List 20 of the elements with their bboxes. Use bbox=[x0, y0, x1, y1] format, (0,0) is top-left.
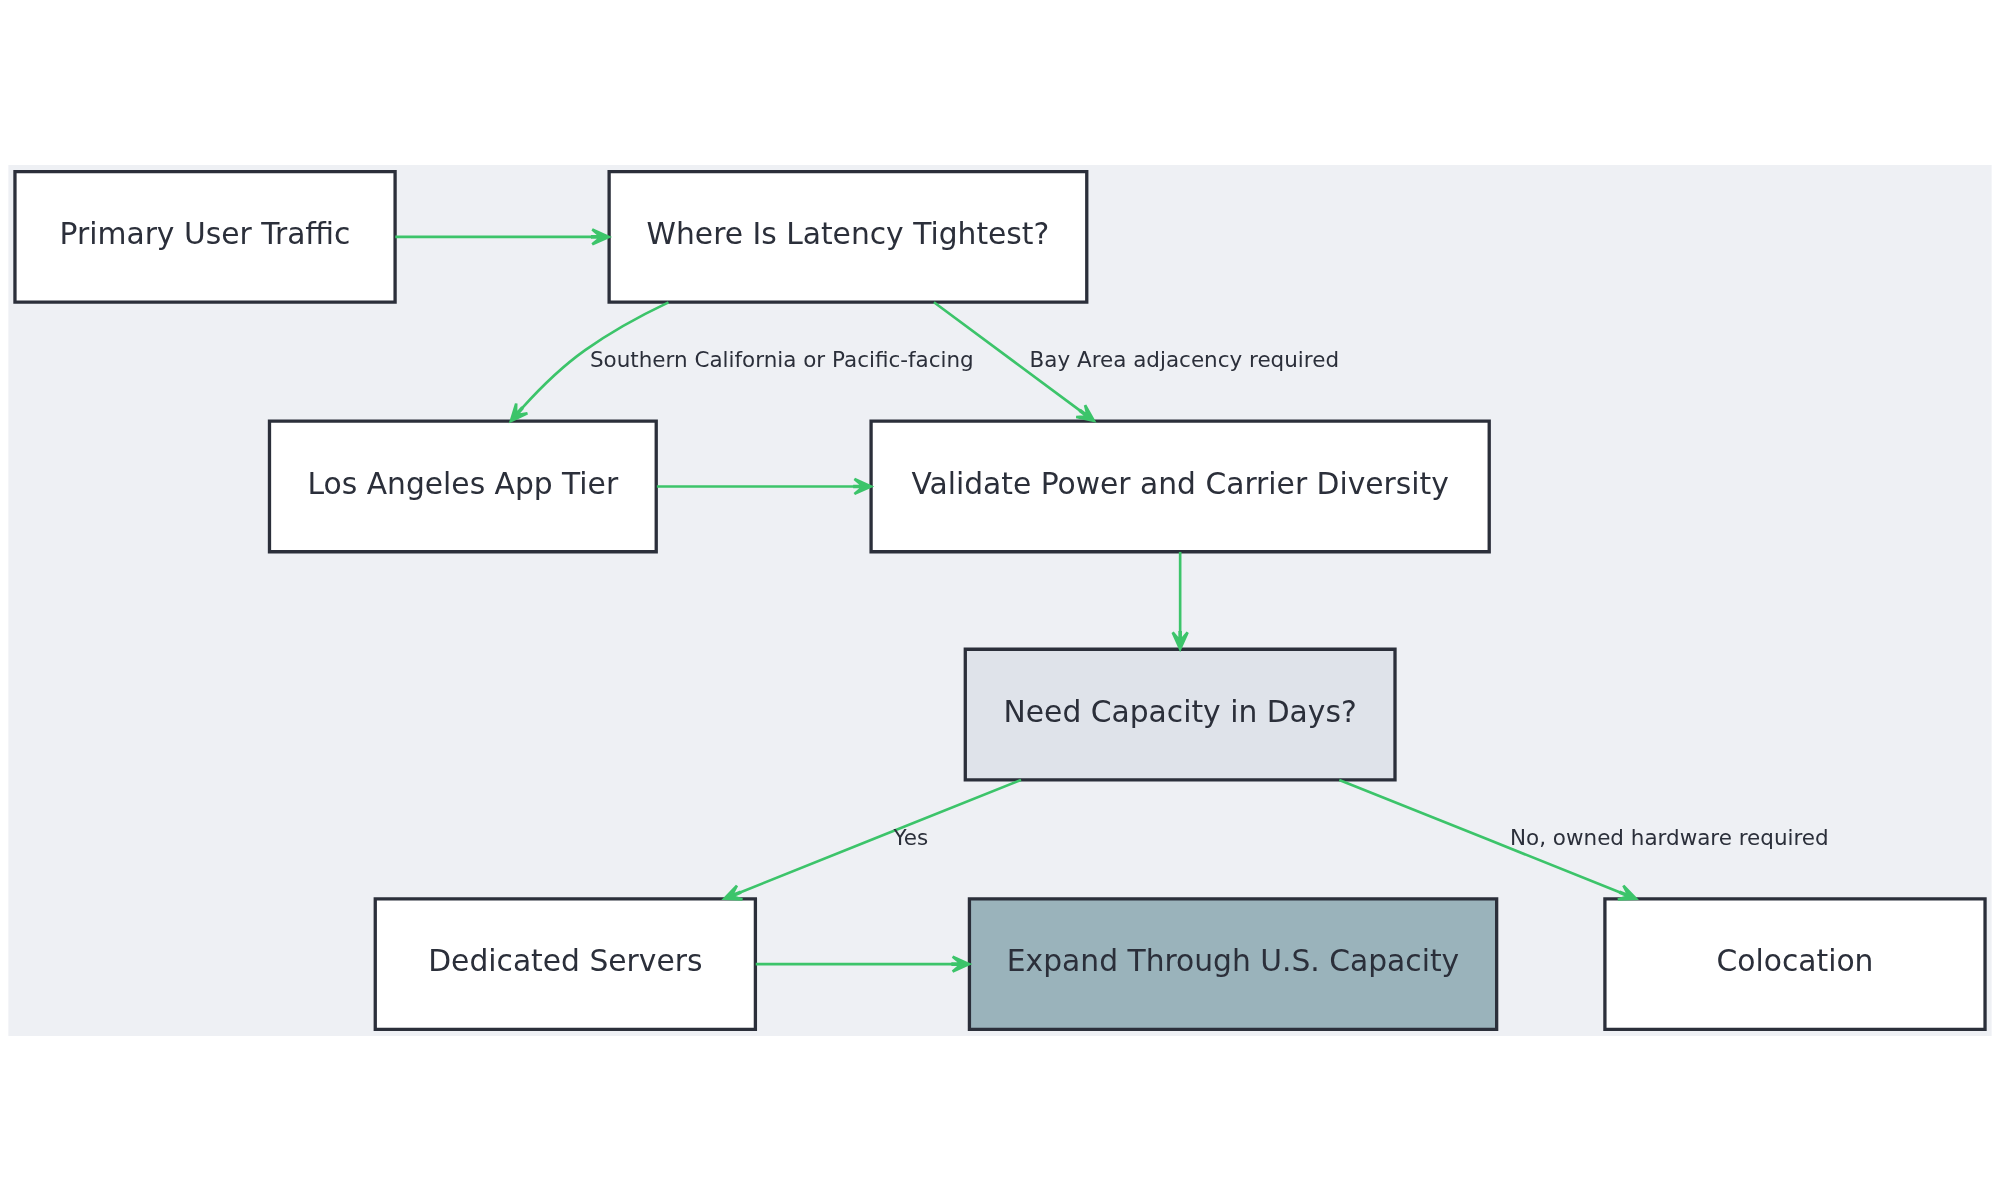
edge-label: Bay Area adjacency required bbox=[1029, 346, 1340, 372]
node-box: Colocation bbox=[1603, 896, 1987, 1031]
node-box: Expand Through U.S. Capacity bbox=[967, 896, 1499, 1031]
arrow bbox=[395, 227, 611, 246]
node-box: Need Capacity in Days? bbox=[963, 647, 1397, 781]
arrow bbox=[1171, 551, 1189, 650]
arrow bbox=[656, 477, 873, 495]
node-box: Dedicated Servers bbox=[373, 896, 758, 1031]
edge-label: Yes bbox=[893, 824, 929, 850]
node-box: Los Angeles App Tier bbox=[267, 419, 658, 553]
node-box: Primary User Traffic bbox=[13, 169, 397, 304]
arrow bbox=[933, 300, 1096, 422]
arrow bbox=[723, 778, 1022, 901]
edge-label: No, owned hardware required bbox=[1510, 824, 1829, 850]
arrow bbox=[755, 954, 971, 973]
node-box: Validate Power and Carrier Diversity bbox=[869, 419, 1491, 553]
arrow bbox=[509, 300, 670, 422]
edge-label: Southern California or Pacific-facing bbox=[589, 346, 974, 372]
arrow bbox=[1338, 778, 1638, 901]
node-box: Where Is Latency Tightest? bbox=[607, 169, 1089, 304]
